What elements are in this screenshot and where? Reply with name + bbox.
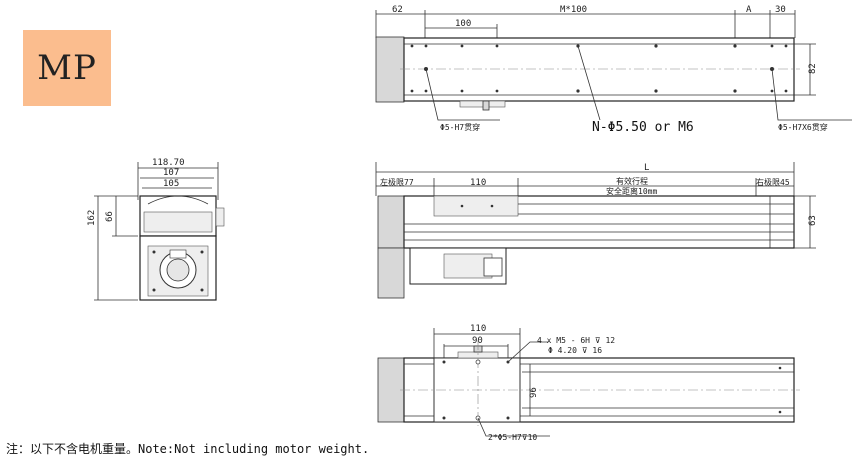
model-label: MP [37, 48, 97, 88]
bottom-dim-h96: 96 [529, 387, 539, 398]
model-badge: MP [23, 30, 111, 106]
side-dim-total: L [644, 163, 649, 173]
top-dim-right: 30 [775, 5, 786, 15]
top-dim-height: 82 [808, 63, 818, 74]
side-dim-stroke: 有效行程 [616, 176, 648, 186]
end-view: 118.70 107 105 162 66 [87, 158, 225, 301]
end-dim-w2: 107 [163, 168, 179, 178]
side-dim-safety: 安全距离10mm [606, 186, 657, 196]
top-dim-a: A [746, 5, 752, 15]
side-dim-carriage: 110 [470, 178, 486, 188]
side-dim-height: 63 [808, 215, 818, 226]
end-dim-w1: 118.70 [152, 158, 185, 168]
top-callout-center: N-Φ5.50 or M6 [592, 120, 694, 135]
bottom-view: 110 90 96 4 x M5 - 6H ⊽ 12 Φ 4.20 ⊽ 16 2… [377, 324, 800, 442]
footer-note: 注：以下不含电机重量。Note:Not including motor weig… [6, 442, 370, 456]
top-dim-pitch: 100 [455, 19, 471, 29]
top-dim-left: 62 [392, 5, 403, 15]
top-callout-right: Φ5-H7X6贯穿 [778, 122, 828, 132]
bottom-callout-thread: 4 x M5 - 6H ⊽ 12 [537, 336, 615, 345]
top-view: 62 100 M*100 A 30 82 [375, 5, 852, 135]
top-callout-left: Φ5-H7贯穿 [440, 122, 480, 132]
bottom-dim-w90: 90 [472, 336, 483, 346]
bottom-dim-w110: 110 [470, 324, 486, 334]
top-dim-span: M*100 [560, 5, 587, 15]
end-dim-w3: 105 [163, 179, 179, 189]
end-dim-h-total: 162 [87, 210, 97, 226]
bottom-callout-pin: 2*Φ5-H7⊽10 [488, 433, 537, 442]
side-dim-right-limit: 右极限45 [756, 177, 790, 187]
end-dim-h-rail: 66 [105, 211, 115, 222]
side-view: L 左极限77 110 有效行程 安全距离10mm 右极限45 63 [375, 162, 818, 299]
side-dim-left-limit: 左极限77 [380, 177, 414, 187]
bottom-callout-hole: Φ 4.20 ⊽ 16 [548, 346, 602, 355]
